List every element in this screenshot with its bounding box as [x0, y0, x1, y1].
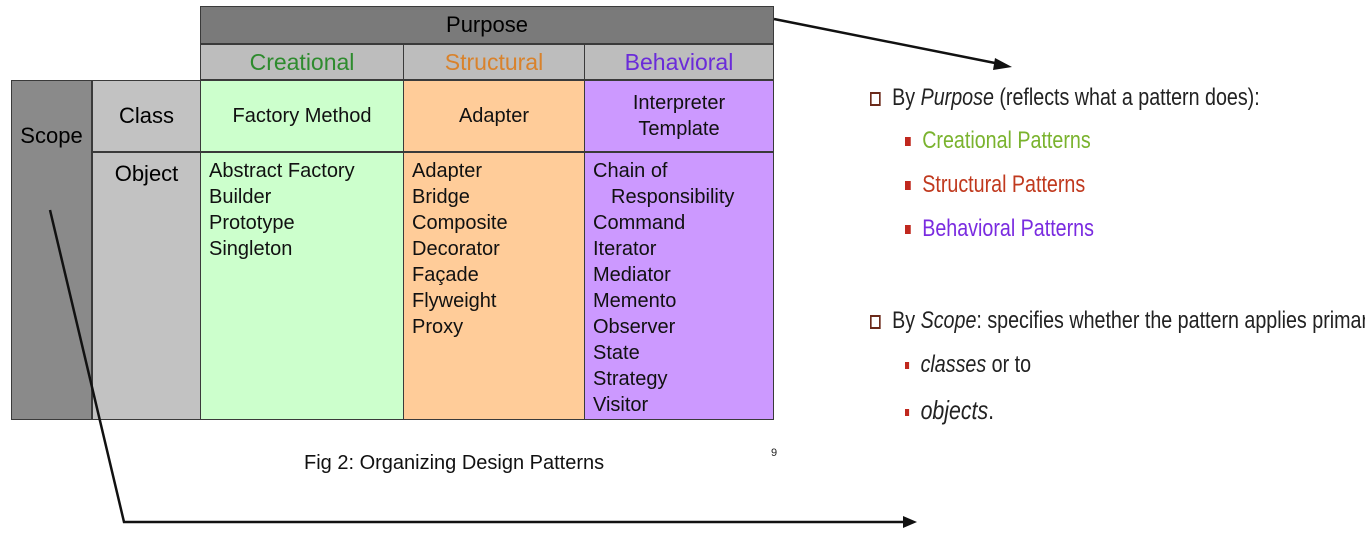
pattern-name: Template: [638, 118, 720, 140]
purpose-arrow-line: [773, 17, 1001, 66]
purpose-header-label: Purpose: [446, 12, 528, 37]
scope-bullet: By Scope: specifies whether the pattern …: [870, 307, 1365, 335]
pattern-name: Command: [593, 212, 686, 234]
behavioral-patterns-item: Behavioral Patterns: [905, 215, 1094, 243]
pattern-name: Prototype: [209, 212, 295, 234]
creational-patterns-item: Creational Patterns: [905, 127, 1091, 155]
behavioral-header: Behavioral: [584, 44, 774, 80]
objects-italic: objects: [920, 395, 989, 425]
scope-bullet-suffix: : specifies whether the pattern applies …: [976, 307, 1365, 334]
purpose-header: Purpose: [200, 6, 774, 44]
red-square-bullet-icon: [905, 408, 910, 416]
pattern-name: Bridge: [412, 186, 470, 208]
scope-label: Scope: [20, 123, 83, 148]
behavioral-header-label: Behavioral: [624, 48, 734, 75]
creational-header-label: Creational: [249, 48, 355, 75]
pattern-name: Decorator: [412, 238, 500, 260]
purpose-bullet: By Purpose (reflects what a pattern does…: [870, 84, 1260, 112]
classes-suffix: or to: [986, 351, 1032, 378]
pattern-name: Builder: [209, 186, 272, 208]
purpose-bullet-prefix: By: [892, 84, 921, 111]
pattern-name: Observer: [593, 316, 676, 338]
behavioral-patterns-label: Behavioral Patterns: [922, 215, 1094, 242]
structural-patterns-label: Structural Patterns: [922, 171, 1086, 198]
pattern-name: Abstract Factory: [209, 160, 355, 182]
hollow-square-bullet-icon: [870, 91, 881, 106]
pattern-name: Iterator: [593, 238, 657, 260]
scope-bullet-prefix: By: [892, 307, 921, 334]
class-row-label-cell: Class: [92, 80, 201, 152]
pattern-name: Chain of: [593, 160, 668, 182]
pattern-name: Composite: [412, 212, 508, 234]
object-structural-cell: Adapter Bridge Composite Decorator Façad…: [403, 152, 585, 420]
pattern-name: Factory Method: [232, 105, 372, 127]
purpose-bullet-italic: Purpose: [920, 84, 994, 111]
object-behavioral-cell: Chain of Responsibility Command Iterator…: [584, 152, 774, 420]
scope-label-cell: Scope: [11, 80, 92, 420]
classes-italic: classes: [920, 351, 987, 378]
pattern-name: Responsibility: [611, 186, 735, 208]
pattern-name: Interpreter: [632, 92, 726, 114]
pattern-name: Flyweight: [412, 290, 497, 312]
figure-caption: Fig 2: Organizing Design Patterns: [304, 452, 605, 474]
pattern-name: Memento: [593, 290, 677, 312]
red-square-bullet-icon: [905, 362, 910, 370]
red-square-bullet-icon: [905, 181, 911, 191]
scope-arrowhead: [903, 516, 917, 528]
object-row-label-cell: Object: [92, 152, 201, 420]
purpose-bullet-suffix: (reflects what a pattern does):: [993, 84, 1260, 111]
purpose-arrowhead: [993, 58, 1012, 70]
pattern-name: Visitor: [593, 394, 649, 416]
hollow-square-bullet-icon: [870, 314, 881, 329]
pattern-name: Adapter: [412, 160, 483, 182]
object-row-label: Object: [114, 161, 179, 186]
pattern-name: Mediator: [593, 264, 671, 286]
pattern-name: Singleton: [209, 238, 293, 260]
class-row-label: Class: [118, 103, 174, 128]
class-behavioral-cell: Interpreter Template: [584, 80, 774, 152]
page-number: 9: [771, 447, 778, 459]
pattern-name: Proxy: [412, 316, 464, 338]
class-creational-cell: Factory Method: [200, 80, 404, 152]
structural-patterns-item: Structural Patterns: [905, 171, 1085, 199]
structural-header: Structural: [403, 44, 585, 80]
scope-arrow-line: [48, 209, 905, 524]
classes-item: classes or to: [905, 351, 1031, 379]
pattern-name: Adapter: [458, 105, 530, 127]
pattern-name: State: [593, 342, 640, 364]
structural-header-label: Structural: [444, 48, 544, 75]
objects-suffix: .: [988, 395, 995, 425]
class-structural-cell: Adapter: [403, 80, 585, 152]
creational-patterns-label: Creational Patterns: [922, 127, 1091, 154]
red-square-bullet-icon: [905, 137, 911, 147]
objects-item: objects.: [905, 395, 994, 426]
red-square-bullet-icon: [905, 225, 911, 235]
pattern-name: Strategy: [593, 368, 668, 390]
pattern-name: Façade: [412, 264, 479, 286]
scope-bullet-italic: Scope: [920, 307, 977, 334]
creational-header: Creational: [200, 44, 404, 80]
